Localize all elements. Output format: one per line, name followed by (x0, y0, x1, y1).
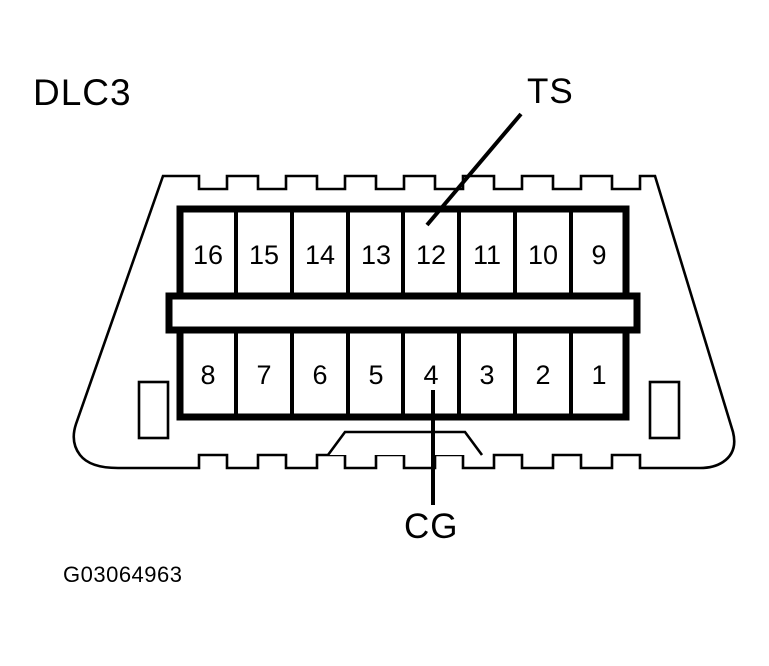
pin-number-2: 2 (535, 360, 550, 390)
pin-number-9: 9 (591, 240, 606, 270)
pin-row-top: 16 15 14 13 12 11 10 9 (176, 205, 630, 300)
pin-number-12: 12 (416, 240, 446, 270)
pin-number-15: 15 (249, 240, 279, 270)
pin-number-4: 4 (423, 360, 438, 390)
pin-number-11: 11 (473, 240, 501, 270)
pin-number-7: 7 (256, 360, 271, 390)
callout-label-ts: TS (527, 72, 574, 111)
pin-number-13: 13 (361, 240, 391, 270)
callout-label-cg: CG (404, 507, 459, 546)
pin-number-6: 6 (312, 360, 327, 390)
keyway-trapezoid (326, 430, 484, 456)
leader-line-ts (425, 112, 523, 227)
center-divider-bar (165, 292, 641, 334)
latch-slot-left (137, 380, 170, 440)
page-title: DLC3 (33, 72, 132, 113)
pin-number-10: 10 (528, 240, 558, 270)
pin-row-bottom-dividers (234, 330, 573, 417)
pin-row-bottom: 8 7 6 5 4 3 2 1 (176, 326, 630, 421)
pin-number-14: 14 (305, 240, 335, 270)
pin-number-5: 5 (368, 360, 383, 390)
pin-number-3: 3 (479, 360, 494, 390)
pin-number-1: 1 (591, 360, 606, 390)
figure-id-caption: G03064963 (63, 562, 183, 587)
pin-number-8: 8 (200, 360, 215, 390)
pin-row-top-dividers (234, 209, 573, 296)
latch-slot-right (648, 380, 681, 440)
pin-number-16: 16 (193, 240, 223, 270)
